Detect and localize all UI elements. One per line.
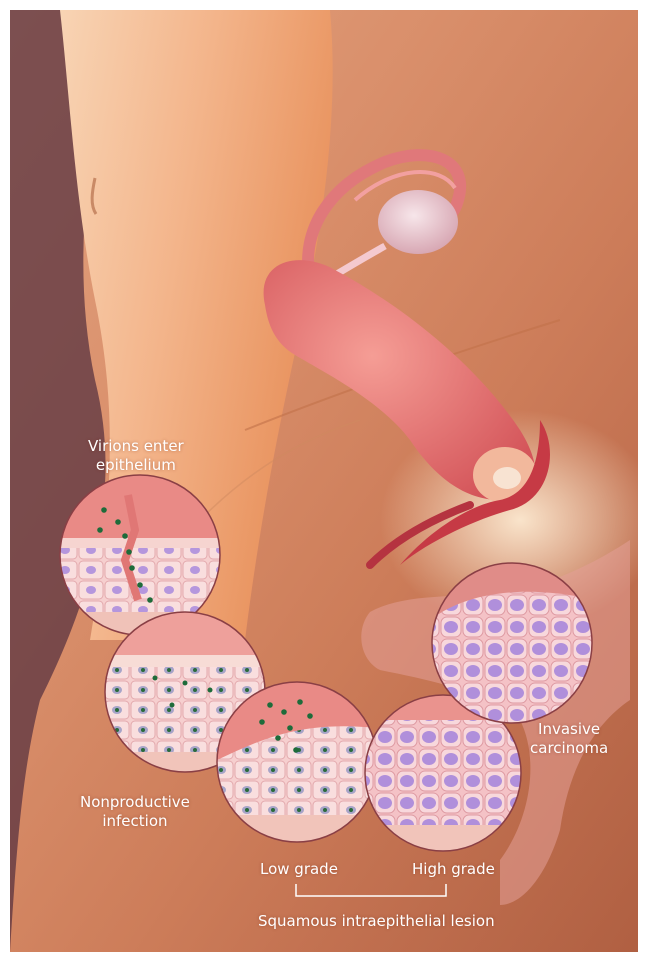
label-high-grade: High grade: [412, 860, 495, 879]
label-invasive-carcinoma: Invasive carcinoma: [530, 720, 608, 758]
label-low-grade: Low grade: [260, 860, 338, 879]
label-squamous-lesion: Squamous intraepithelial lesion: [258, 912, 495, 931]
label-nonproductive-infection: Nonproductive infection: [80, 793, 190, 831]
label-virions-enter: Virions enter epithelium: [88, 437, 184, 475]
